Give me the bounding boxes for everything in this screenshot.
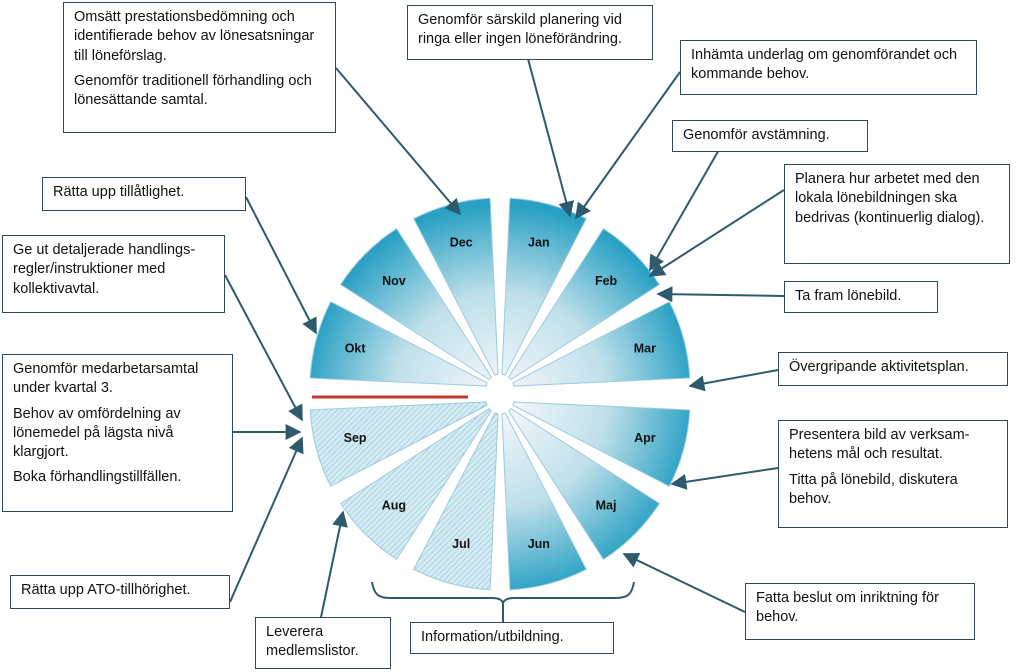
segment-jul [413,412,499,591]
note-jan-underlag-text: Inhämta underlag om genomförandet och ko… [691,47,958,83]
month-label-nov: Nov [382,274,406,288]
arrow-dec [335,67,462,216]
note-apr-text-1: Presentera bild av verksam-hetens mål oc… [789,427,970,463]
note-sep-text-2: Behov av omfördelning av lönemedel på lä… [13,405,181,461]
month-label-jun: Jun [528,537,550,551]
arrow-mar [688,369,779,392]
note-jul-text: Leverera medlemslistor. [266,624,359,660]
month-label-jul: Jul [452,537,470,551]
month-label-jan: Jan [528,235,550,249]
arrow-feb-lonebild [656,286,785,303]
arrow-okt [245,196,317,335]
arrow-jan-planning [526,54,575,218]
note-okt-text: Rätta upp tillåtlighet. [53,184,185,200]
note-maj: Fatta beslut om inriktning för behov. [745,583,975,640]
note-jan-planning: Genomför särskild planering vid ringa el… [407,5,653,60]
note-aug-ato-text: Rätta upp ATO-tillhörighet. [21,582,191,598]
note-sep-text-1: Genomför medarbetarsamtal under kvartal … [13,361,199,397]
month-label-apr: Apr [634,431,656,445]
note-dec-text-1: Omsätt prestationsbedömning och identifi… [74,9,315,64]
note-feb-lonebild: Ta fram lönebild. [784,281,938,313]
note-jan-underlag: Inhämta underlag om genomförandet och ko… [680,40,977,95]
segment-okt [309,301,488,387]
arrow-apr [670,467,779,490]
arrow-maj [622,553,746,613]
arrow-jan-underlag [575,71,681,220]
arrows [224,54,785,623]
month-label-mar: Mar [634,341,656,355]
note-dec-text-2: Genomför traditionell förhandling och lö… [74,72,312,109]
note-aug-ato: Rätta upp ATO-tillhörighet. [10,575,230,609]
month-label-maj: Maj [596,498,617,512]
segment-feb [507,227,661,381]
note-dec: Omsätt prestationsbedömning och identifi… [63,2,336,133]
note-mar: Övergripande aktivitetsplan. [778,352,1008,386]
note-sep-text-3: Boka förhandlingstillfällen. [13,469,182,486]
segment-nov [339,227,493,381]
note-okt: Rätta upp tillåtlighet. [42,177,246,211]
note-bracket: Information/utbildning. [410,622,614,654]
note-nov: Ge ut detaljerade handlings-regler/instr… [2,235,225,313]
arrow-nov [224,274,303,422]
arrow-feb-planera [648,189,785,277]
month-label-sep: Sep [344,431,367,445]
note-sep: Genomför medarbetarsamtal under kvartal … [2,354,233,512]
segment-jun [501,412,587,591]
note-apr-text-2: Titta på lönebild, diskutera behov. [789,471,958,507]
month-label-dec: Dec [450,235,473,249]
note-mar-text: Övergripande aktivitetsplan. [789,359,969,375]
segment-sep [309,401,488,487]
month-label-feb: Feb [595,274,618,288]
bracket [371,581,635,607]
note-bracket-text: Information/utbildning. [421,629,564,645]
month-label-okt: Okt [345,341,367,355]
arrow-aug-ato [229,436,304,603]
segment-apr [512,401,691,487]
note-jul: Leverera medlemslistor. [255,617,391,669]
segment-aug [339,407,493,561]
note-apr: Presentera bild av verksam-hetens mål oc… [778,420,1008,528]
arrow-jul [319,510,348,623]
note-jan-planning-text: Genomför särskild planering vid ringa el… [418,12,622,48]
segment-maj [507,407,661,561]
month-label-aug: Aug [382,498,406,512]
note-feb-lonebild-text: Ta fram lönebild. [795,288,902,304]
note-feb-planera-text: Planera hur arbetet med den lokala löneb… [795,171,985,226]
arrow-feb-avstamning [649,147,721,272]
note-feb-planera: Planera hur arbetet med den lokala löneb… [784,164,1010,264]
note-feb-avstamning: Genomför avstämning. [672,120,868,152]
note-feb-avstamning-text: Genomför avstämning. [683,127,830,143]
note-maj-text: Fatta beslut om inriktning för behov. [756,590,939,626]
note-nov-text: Ge ut detaljerade handlings-regler/instr… [13,242,196,297]
